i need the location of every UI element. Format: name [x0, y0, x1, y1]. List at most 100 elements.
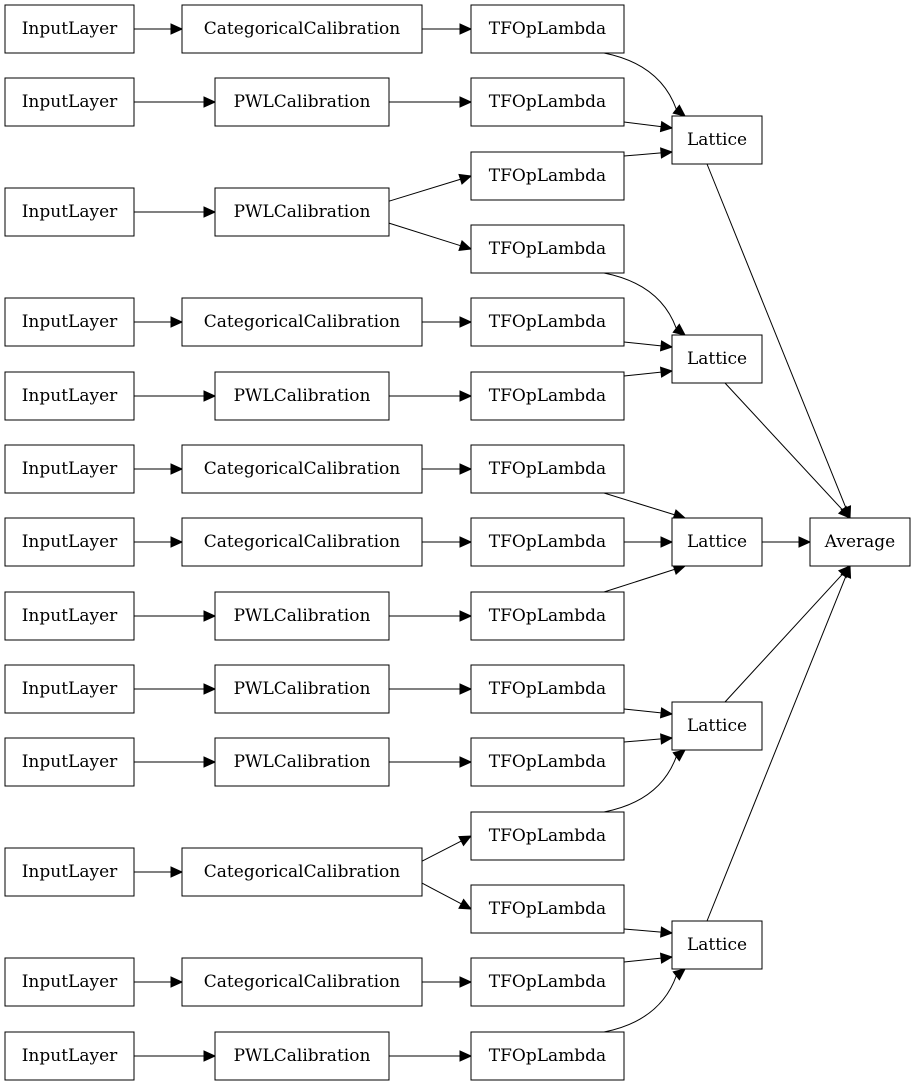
edge-in6-to-cat6	[134, 463, 184, 475]
node-box	[470, 1031, 625, 1081]
pwlcalibration-node-pwl3: PWLCalibration	[214, 187, 390, 237]
inputlayer-node-in8: InputLayer	[4, 591, 135, 641]
edge-lat3-to-avg	[762, 536, 812, 548]
node-label: PWLCalibration	[234, 386, 371, 406]
node-box	[671, 920, 763, 970]
node-label: TFOpLambda	[489, 606, 606, 626]
arrowhead-icon	[459, 683, 473, 695]
edge-line	[603, 492, 675, 516]
edge-tf8-to-lat3	[603, 564, 687, 593]
node-box	[470, 444, 625, 494]
arrowhead-icon	[203, 1050, 217, 1062]
arrowhead-icon	[672, 968, 686, 981]
categoricalcalibration-node-cat1: CategoricalCalibration	[181, 4, 423, 54]
edge-tf3a-to-lat1	[623, 147, 674, 159]
lattice-node-lat1: Lattice	[671, 115, 763, 165]
arrowhead-icon	[659, 707, 674, 719]
node-label: PWLCalibration	[234, 606, 371, 626]
edge-line	[623, 341, 662, 347]
edge-cat4-to-tf4	[422, 316, 473, 328]
tfoplambda-node-tf2: TFOpLambda	[470, 77, 625, 127]
inputlayer-node-in10: InputLayer	[4, 737, 135, 787]
node-box	[470, 811, 625, 861]
edge-line	[603, 52, 677, 110]
pwlcalibration-node-pwl10: PWLCalibration	[214, 737, 390, 787]
node-box	[214, 664, 390, 714]
edge-in8-to-pwl8	[134, 610, 217, 622]
edge-line	[603, 272, 677, 329]
node-box	[181, 4, 423, 54]
node-label: PWLCalibration	[234, 679, 371, 699]
inputlayer-node-in6: InputLayer	[4, 444, 135, 494]
node-box	[181, 957, 423, 1007]
node-box	[4, 1031, 135, 1081]
inputlayer-node-in7: InputLayer	[4, 517, 135, 567]
categoricalcalibration-node-cat11: CategoricalCalibration	[181, 847, 423, 897]
node-label: PWLCalibration	[234, 92, 371, 112]
average-node-avg: Average	[809, 517, 911, 567]
node-box	[671, 701, 763, 751]
edge-tf9-to-lat4	[623, 707, 674, 719]
edge-line	[724, 382, 843, 511]
node-box	[214, 371, 390, 421]
edge-in7-to-cat7	[134, 536, 184, 548]
arrowhead-icon	[459, 316, 473, 328]
node-box	[470, 4, 625, 54]
inputlayer-node-in2: InputLayer	[4, 77, 135, 127]
edge-line	[388, 222, 461, 247]
edge-line	[421, 840, 462, 862]
edge-tf5-to-lat2	[623, 366, 674, 378]
edge-pwl9-to-tf9	[389, 683, 473, 695]
node-box	[181, 517, 423, 567]
node-label: InputLayer	[22, 862, 118, 882]
node-label: CategoricalCalibration	[204, 459, 400, 479]
arrowhead-icon	[203, 390, 217, 402]
inputlayer-node-in12: InputLayer	[4, 957, 135, 1007]
node-label: CategoricalCalibration	[204, 312, 400, 332]
edge-cat1-to-tf1	[422, 23, 473, 35]
edge-line	[388, 178, 461, 202]
tfoplambda-node-tf6: TFOpLambda	[470, 444, 625, 494]
edge-in2-to-pwl2	[134, 96, 217, 108]
edge-line	[603, 568, 675, 593]
arrowhead-icon	[660, 733, 674, 745]
edge-line	[623, 928, 662, 933]
tfoplambda-node-tf8: TFOpLambda	[470, 591, 625, 641]
lattice-node-lat5: Lattice	[671, 920, 763, 970]
inputlayer-node-in11: InputLayer	[4, 847, 135, 897]
node-label: TFOpLambda	[489, 92, 606, 112]
arrowhead-icon	[672, 749, 686, 762]
node-label: Lattice	[687, 130, 747, 150]
node-box	[4, 444, 135, 494]
pwlcalibration-node-pwl13: PWLCalibration	[214, 1031, 390, 1081]
node-box	[470, 591, 625, 641]
tfoplambda-node-tf1: TFOpLambda	[470, 4, 625, 54]
edge-pwl10-to-tf10	[389, 756, 473, 768]
arrowhead-icon	[203, 683, 217, 695]
categoricalcalibration-node-cat12: CategoricalCalibration	[181, 957, 423, 1007]
edge-tf3b-to-lat2	[603, 272, 686, 336]
arrowhead-icon	[837, 505, 851, 519]
arrowhead-icon	[459, 1050, 473, 1062]
node-label: Lattice	[687, 716, 747, 736]
node-box	[4, 737, 135, 787]
node-box	[470, 151, 625, 201]
pwlcalibration-node-pwl2: PWLCalibration	[214, 77, 390, 127]
node-label: TFOpLambda	[489, 1046, 606, 1066]
edge-tf6-to-lat3	[603, 492, 687, 521]
edge-pwl2-to-tf2	[389, 96, 473, 108]
arrowhead-icon	[459, 390, 473, 402]
node-box	[181, 444, 423, 494]
node-label: InputLayer	[22, 606, 118, 626]
node-label: Average	[824, 532, 895, 552]
node-box	[470, 664, 625, 714]
inputlayer-node-in4: InputLayer	[4, 297, 135, 347]
arrowhead-icon	[459, 463, 473, 475]
arrowhead-icon	[170, 976, 184, 988]
node-label: CategoricalCalibration	[204, 532, 400, 552]
lattice-node-lat2: Lattice	[671, 334, 763, 384]
node-label: TFOpLambda	[489, 899, 606, 919]
arrowhead-icon	[659, 952, 674, 964]
node-label: Lattice	[687, 532, 747, 552]
arrowhead-icon	[459, 976, 473, 988]
